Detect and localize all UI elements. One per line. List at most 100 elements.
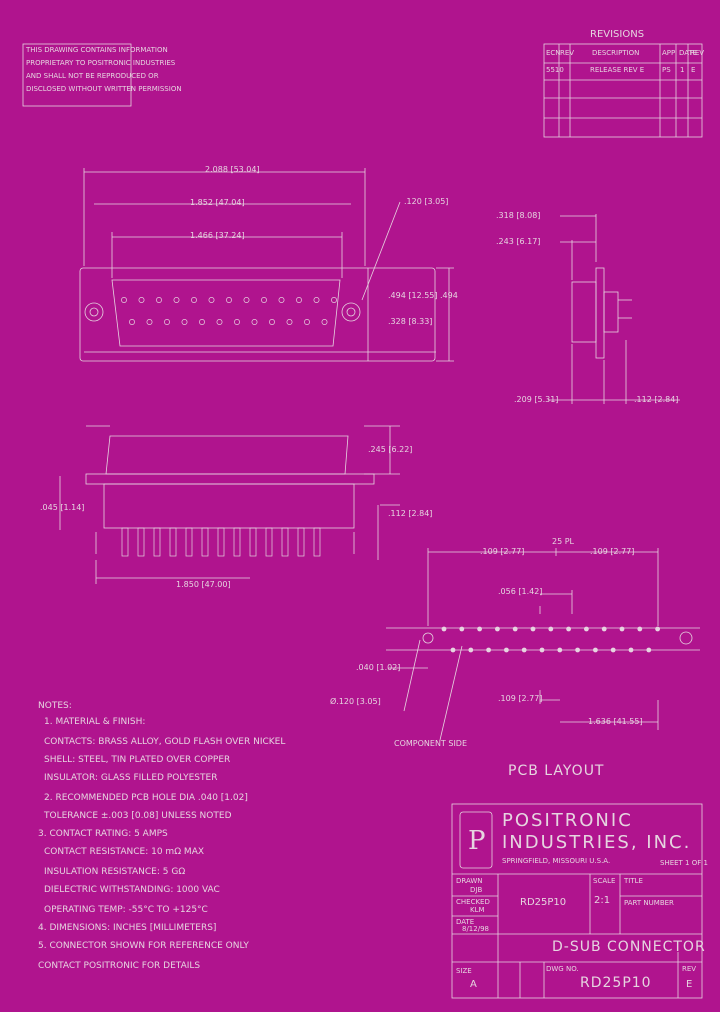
pcb-tail-pin xyxy=(265,527,273,557)
contact-pin xyxy=(243,297,250,303)
pcb-tail-pin xyxy=(297,527,305,557)
footprint-pad xyxy=(504,647,509,653)
rev-row-desc: RELEASE REV E xyxy=(590,66,645,74)
note-item: OPERATING TEMP: -55°C TO +125°C xyxy=(44,905,208,915)
rev-header-date: DATE xyxy=(679,49,698,57)
dim-side-top: .318 [8.08] xyxy=(496,211,541,220)
elevation-view xyxy=(59,425,400,584)
rev-header-rev2: REV xyxy=(690,49,705,57)
note-item: 3. CONTACT RATING: 5 AMPS xyxy=(38,829,168,839)
pcb-tail-pin xyxy=(313,527,321,557)
rev-row-app: PS xyxy=(662,66,671,74)
rev-header-ecn: ECN xyxy=(546,49,561,57)
contact-pin xyxy=(138,297,145,303)
note-item: CONTACTS: BRASS ALLOY, GOLD FLASH OVER N… xyxy=(44,737,286,747)
note-item: TOLERANCE ±.003 [0.08] UNLESS NOTED xyxy=(44,811,232,821)
contact-pin xyxy=(278,297,285,303)
footprint-hole-right xyxy=(679,631,693,645)
footprint-pad xyxy=(521,647,527,653)
size-value: A xyxy=(470,979,477,990)
note-item: 5. CONNECTOR SHOWN FOR REFERENCE ONLY xyxy=(38,941,249,951)
scale-value: 2:1 xyxy=(594,895,611,906)
contact-pin xyxy=(199,319,205,325)
footprint-pad xyxy=(548,626,554,632)
company-sub: SPRINGFIELD, MISSOURI U.S.A. xyxy=(502,857,611,865)
revision-table xyxy=(543,43,703,138)
contact-pin xyxy=(173,297,180,303)
part-number-top: RD25P10 xyxy=(520,897,567,908)
footprint-pad xyxy=(619,626,625,632)
pcb-tail-pin xyxy=(137,527,145,557)
pcb-tail-pin xyxy=(217,527,225,557)
footprint-hole-left xyxy=(422,632,434,644)
footprint-pad xyxy=(575,647,580,653)
pcb-tail-pin xyxy=(281,527,289,557)
contact-pin xyxy=(164,319,170,325)
dim-foot-pitch: .109 [2.77] xyxy=(590,547,635,556)
pcb-tail-pin xyxy=(169,527,177,557)
dim-foot-overall: 1.636 [41.55] xyxy=(588,717,643,726)
date-label: DATE xyxy=(456,918,475,926)
part-label: PART NUMBER xyxy=(624,899,674,907)
contact-pin xyxy=(261,297,267,303)
note-item: DIELECTRIC WITHSTANDING: 1000 VAC xyxy=(44,885,220,895)
drawn-label: DRAWN xyxy=(456,877,483,885)
contact-pin xyxy=(146,319,153,325)
dim-shell-width: 1.466 [37.24] xyxy=(190,231,245,240)
pcb-tail-pin xyxy=(233,527,241,557)
rev-value: E xyxy=(686,979,693,990)
note-item: 1. MATERIAL & FINISH: xyxy=(44,717,146,727)
footprint-pad xyxy=(557,647,563,653)
dwg-value: RD25P10 xyxy=(580,975,652,991)
contact-pin xyxy=(156,297,162,303)
dim-foot-row-offset: .056 [1.42] xyxy=(498,587,543,596)
front-view xyxy=(79,168,454,362)
copyright-line-2: PROPRIETARY TO POSITRONIC INDUSTRIES xyxy=(26,59,176,67)
footprint-pad xyxy=(593,647,598,653)
contact-pin xyxy=(234,319,240,325)
contact-pin xyxy=(269,319,275,325)
checked-value: KLM xyxy=(470,906,485,914)
footprint-pad xyxy=(646,647,652,653)
pcb-tail-pin xyxy=(153,527,161,557)
footprint-pad xyxy=(477,626,482,632)
footprint-pad xyxy=(637,626,643,632)
title-block xyxy=(451,803,703,999)
dim-inner-height: .328 [8.33] xyxy=(388,317,433,326)
pcb-tail-pin xyxy=(121,527,129,557)
contact-pin xyxy=(331,297,337,303)
copyright-line-3: AND SHALL NOT BE REPRODUCED OR xyxy=(26,72,159,80)
rev-header-app: APP xyxy=(662,49,676,57)
rev-row-date: 1 xyxy=(680,66,685,74)
footprint-pad xyxy=(610,647,616,653)
rev-row-rev: E xyxy=(691,66,696,74)
notes-title: NOTES: xyxy=(38,701,72,711)
dim-foot-pin-count: 25 PL xyxy=(552,537,575,546)
footprint-view-note: COMPONENT SIDE xyxy=(394,739,468,748)
company-logo-letter: P xyxy=(468,826,488,856)
pcb-tail-pin xyxy=(201,527,209,557)
title-label: TITLE xyxy=(624,877,643,885)
dim-foot-pitch-bottom: .109 [2.77] xyxy=(498,694,543,703)
note-item: SHELL: STEEL, TIN PLATED OVER COPPER xyxy=(44,755,231,765)
company-name-line-2: INDUSTRIES, INC. xyxy=(502,832,692,853)
dwg-label: DWG NO. xyxy=(546,965,579,973)
footprint-pad xyxy=(441,626,447,632)
copyright-line-1: THIS DRAWING CONTAINS INFORMATION xyxy=(26,46,168,54)
date-value: 8/12/98 xyxy=(462,925,489,933)
rev-header-rev: REV xyxy=(560,49,575,57)
footprint-pad xyxy=(601,626,607,632)
contact-pin xyxy=(121,297,127,303)
note-item: CONTACT POSITRONIC FOR DETAILS xyxy=(38,961,201,971)
contact-pin xyxy=(304,319,310,325)
pcb-tail-pin xyxy=(185,527,193,557)
footprint-pad xyxy=(468,647,474,653)
copyright-box xyxy=(22,43,132,107)
contact-pin xyxy=(296,297,302,303)
footprint-pad xyxy=(530,626,536,632)
dim-mount-spacing: 1.852 [47.04] xyxy=(190,198,245,207)
contact-pin xyxy=(191,297,197,303)
copyright-line-4: DISCLOSED WITHOUT WRITTEN PERMISSION xyxy=(26,85,182,93)
dim-side-right: .112 [2.84] xyxy=(634,395,679,404)
mounting-hole-right xyxy=(341,302,361,322)
